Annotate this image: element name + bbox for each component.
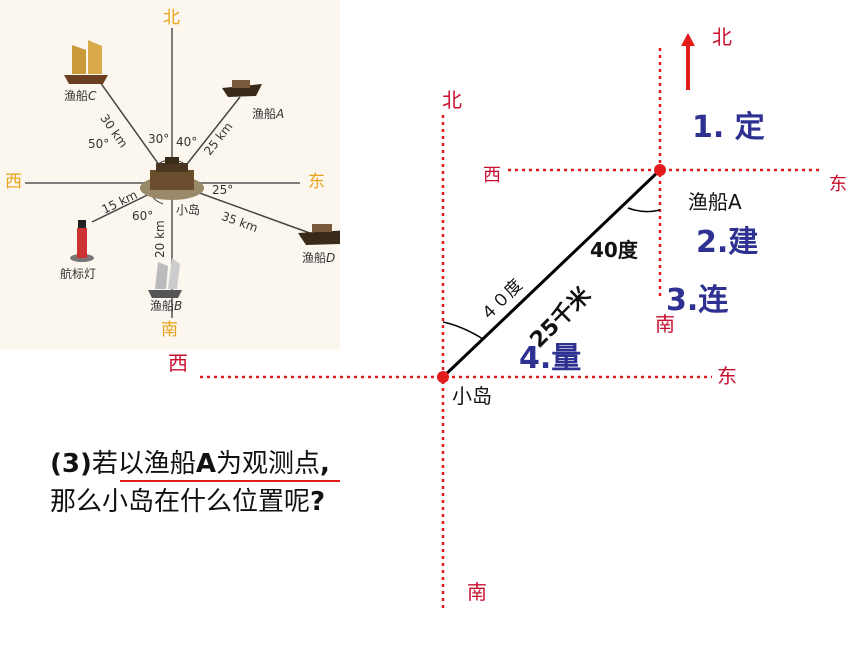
island-label: 小岛 xyxy=(452,384,492,408)
boat-a-south-label: 南 xyxy=(655,312,675,336)
left-north-label: 北 xyxy=(163,8,180,28)
boat-a-north-label: 北 xyxy=(712,25,732,49)
angle-60: 60° xyxy=(132,209,154,223)
boat-c-icon xyxy=(64,40,108,84)
angle-25: 25° xyxy=(212,183,234,197)
step-1: 1. 定 xyxy=(692,110,765,145)
boat-a-point xyxy=(654,164,666,176)
left-south-label: 南 xyxy=(161,320,178,340)
lamp-label: 航标灯 xyxy=(60,267,97,281)
island-north-label: 北 xyxy=(442,88,462,112)
angle-50: 50° xyxy=(88,137,110,151)
boat-d-icon xyxy=(298,224,340,245)
lamp-icon xyxy=(70,220,94,262)
step-3: 3.连 xyxy=(666,283,729,318)
boat-c-label: 渔船C xyxy=(64,89,97,103)
island-south-label: 南 xyxy=(467,580,487,604)
boat-a-west-label: 西 xyxy=(483,165,501,186)
island-icon xyxy=(140,157,204,200)
arc-island xyxy=(442,321,484,340)
question-text: (3)若以渔船A为观测点,那么小岛在什么位置呢? xyxy=(50,449,330,517)
boat-b-icon xyxy=(148,258,182,298)
boat-a-east-label: 东 xyxy=(829,174,847,195)
left-east-label: 东 xyxy=(308,172,325,192)
boat-a-icon xyxy=(222,80,262,97)
direction-diagram xyxy=(0,0,340,350)
island-west-label: 西 xyxy=(168,351,188,375)
boat-a-label: 渔船A xyxy=(252,107,285,121)
island-label-small: 小岛 xyxy=(176,203,201,217)
connecting-line xyxy=(441,168,662,379)
island-east-label: 东 xyxy=(717,364,737,388)
boat-a-label: 渔船A xyxy=(688,190,742,214)
boat-b-label: 渔船B xyxy=(150,299,183,313)
angle-at-a-label: 40度 xyxy=(590,238,638,262)
left-west-label: 西 xyxy=(5,172,22,192)
north-arrow-head xyxy=(681,33,695,46)
island-point xyxy=(437,371,449,383)
boat-d-label: 渔船D xyxy=(302,251,336,265)
step-2: 2.建 xyxy=(696,225,759,260)
angle-40: 40° xyxy=(176,135,198,149)
angle-30: 30° xyxy=(148,132,170,146)
arc-boat-a xyxy=(627,207,661,213)
step-4: 4.量 xyxy=(519,341,582,376)
